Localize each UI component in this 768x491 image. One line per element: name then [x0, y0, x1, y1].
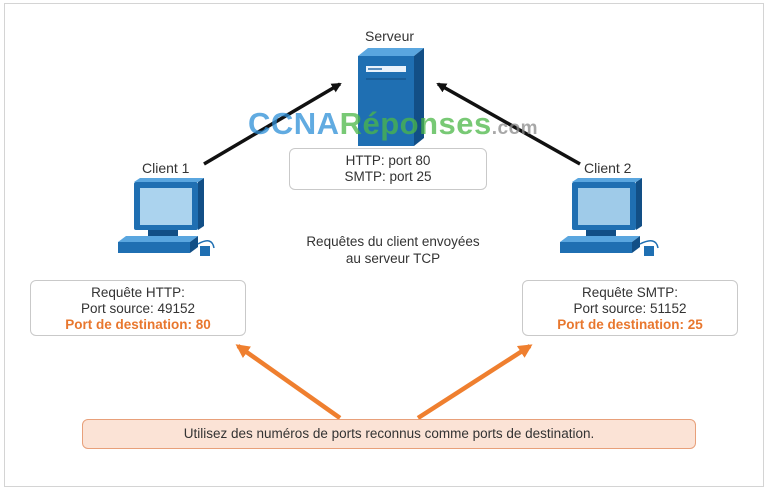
server-port-smtp: SMTP: port 25: [344, 169, 432, 184]
well-known-ports-note: Utilisez des numéros de ports reconnus c…: [82, 419, 696, 449]
client1-dest-port: Port de destination: 80: [65, 317, 211, 332]
server-ports-box: HTTP: port 80 SMTP: port 25: [289, 148, 487, 190]
client1-request-box: Requête HTTP: Port source: 49152 Port de…: [30, 280, 246, 336]
client2-source-port: Port source: 51152: [573, 301, 687, 316]
client2-to-server-arrow: [436, 82, 581, 166]
watermark-part3: .com: [491, 118, 539, 139]
client2-computer-icon: [560, 178, 659, 256]
client1-source-port: Port source: 49152: [80, 301, 196, 316]
diagram-caption: Requêtes du client envoyées au serveur T…: [280, 233, 506, 267]
server-label: Serveur: [365, 28, 415, 44]
watermark-part2: Réponses: [339, 106, 492, 141]
note-to-client2-arrow: [416, 344, 533, 420]
client1-request-type: Requête HTTP:: [91, 285, 185, 300]
caption-line2: au serveur TCP: [345, 251, 441, 266]
client1-to-server-arrow: [203, 82, 342, 166]
client1-computer-icon: [118, 178, 215, 256]
client2-request-type: Requête SMTP:: [581, 285, 679, 300]
client1-label: Client 1: [142, 160, 190, 176]
client2-label: Client 2: [584, 160, 632, 176]
server-port-http: HTTP: port 80: [345, 153, 431, 168]
watermark: CCNARéponses.com: [248, 106, 538, 142]
client2-request-box: Requête SMTP: Port source: 51152 Port de…: [522, 280, 738, 336]
note-to-client1-arrow: [235, 344, 342, 420]
client2-dest-port: Port de destination: 25: [557, 317, 703, 332]
caption-line1: Requêtes du client envoyées: [306, 234, 480, 249]
watermark-part1: CCNA: [248, 106, 340, 141]
server-icon: [358, 48, 424, 146]
